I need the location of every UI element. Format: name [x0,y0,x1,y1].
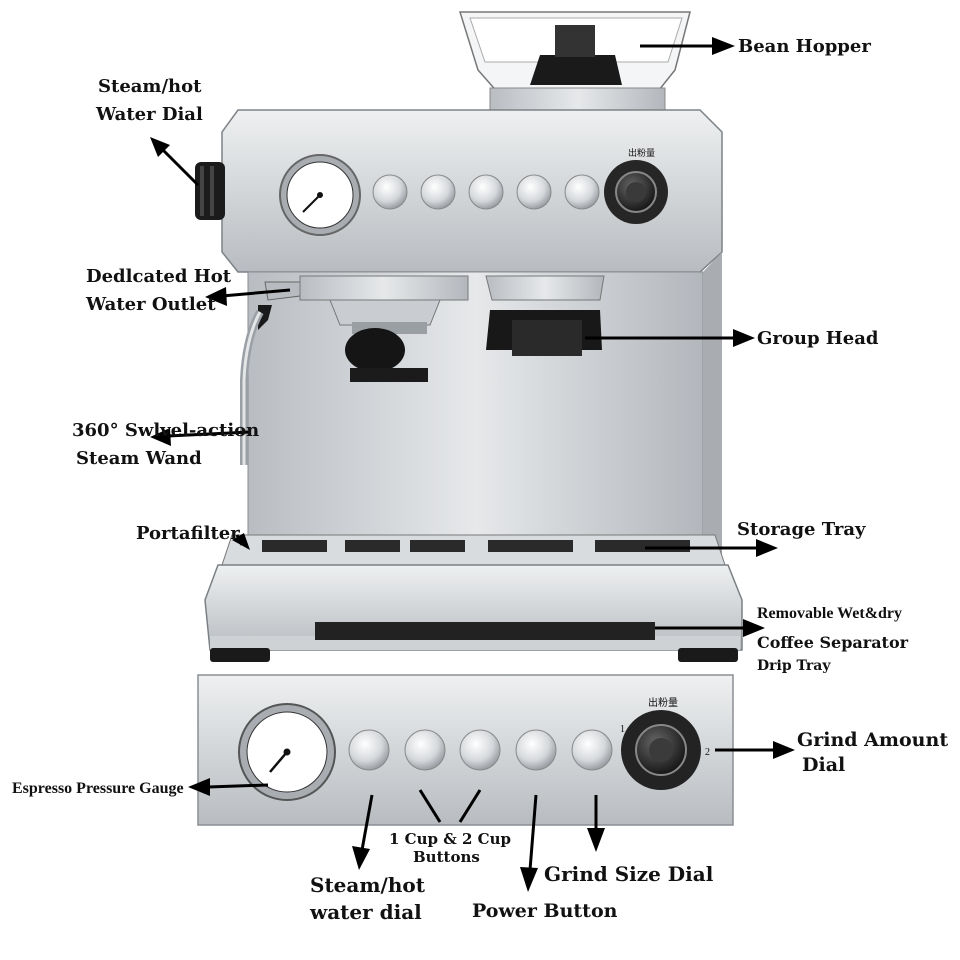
label-grind-amount-line1: Grind Amount [797,729,948,751]
label-group-head: Group Head [757,328,879,349]
machine-body [204,109,743,662]
dial-mark-2: 2 [705,747,710,758]
label-grind-size-dial: Grind Size Dial [544,862,714,886]
bean-hopper [458,11,691,111]
label-hot-water-outlet-line2: Water Outlet [85,294,216,315]
label-drip-tray-line2: Coffee Separator [757,633,909,652]
steam-knob [195,162,225,220]
label-steam-dial-bottom-line2: water dial [309,900,422,924]
pressure-gauge-top [279,154,361,236]
label-power-button: Power Button [472,900,618,922]
callout-arrows [150,37,795,892]
label-bean-hopper: Bean Hopper [738,36,871,57]
label-cup-buttons-line2: Buttons [413,848,480,866]
label-steam-wand-line1: 360° Swlvel-action [72,420,259,441]
label-drip-tray-line3: Drip Tray [757,658,831,674]
dial-mark-1: 1 [620,724,625,735]
label-steam-dial-top-line1: Steam/hot [98,76,202,97]
label-portafilter: Portafilter [136,523,240,544]
label-cup-buttons-line1: 1 Cup & 2 Cup [389,830,511,848]
grind-amount-dial-top [604,160,668,224]
label-steam-dial-bottom-line1: Steam/hot [310,873,426,897]
portafilter-assembly [299,275,469,382]
label-pressure-gauge: Espresso Pressure Gauge [12,780,184,797]
label-hot-water-outlet-line1: Dedlcated Hot [86,266,232,287]
control-panel-closeup [197,674,734,826]
group-head [485,275,605,356]
dial-title-top: 出粉量 [628,147,655,158]
label-steam-wand-line2: Steam Wand [76,448,202,469]
label-storage-tray: Storage Tray [737,519,866,540]
label-drip-tray-line1: Removable Wet&dry [757,605,902,622]
label-grind-amount-line2: Dial [802,754,845,776]
dial-title-panel: 出粉量 [648,696,678,709]
control-buttons-top [372,174,600,210]
label-steam-dial-top-line2: Water Dial [95,104,203,125]
